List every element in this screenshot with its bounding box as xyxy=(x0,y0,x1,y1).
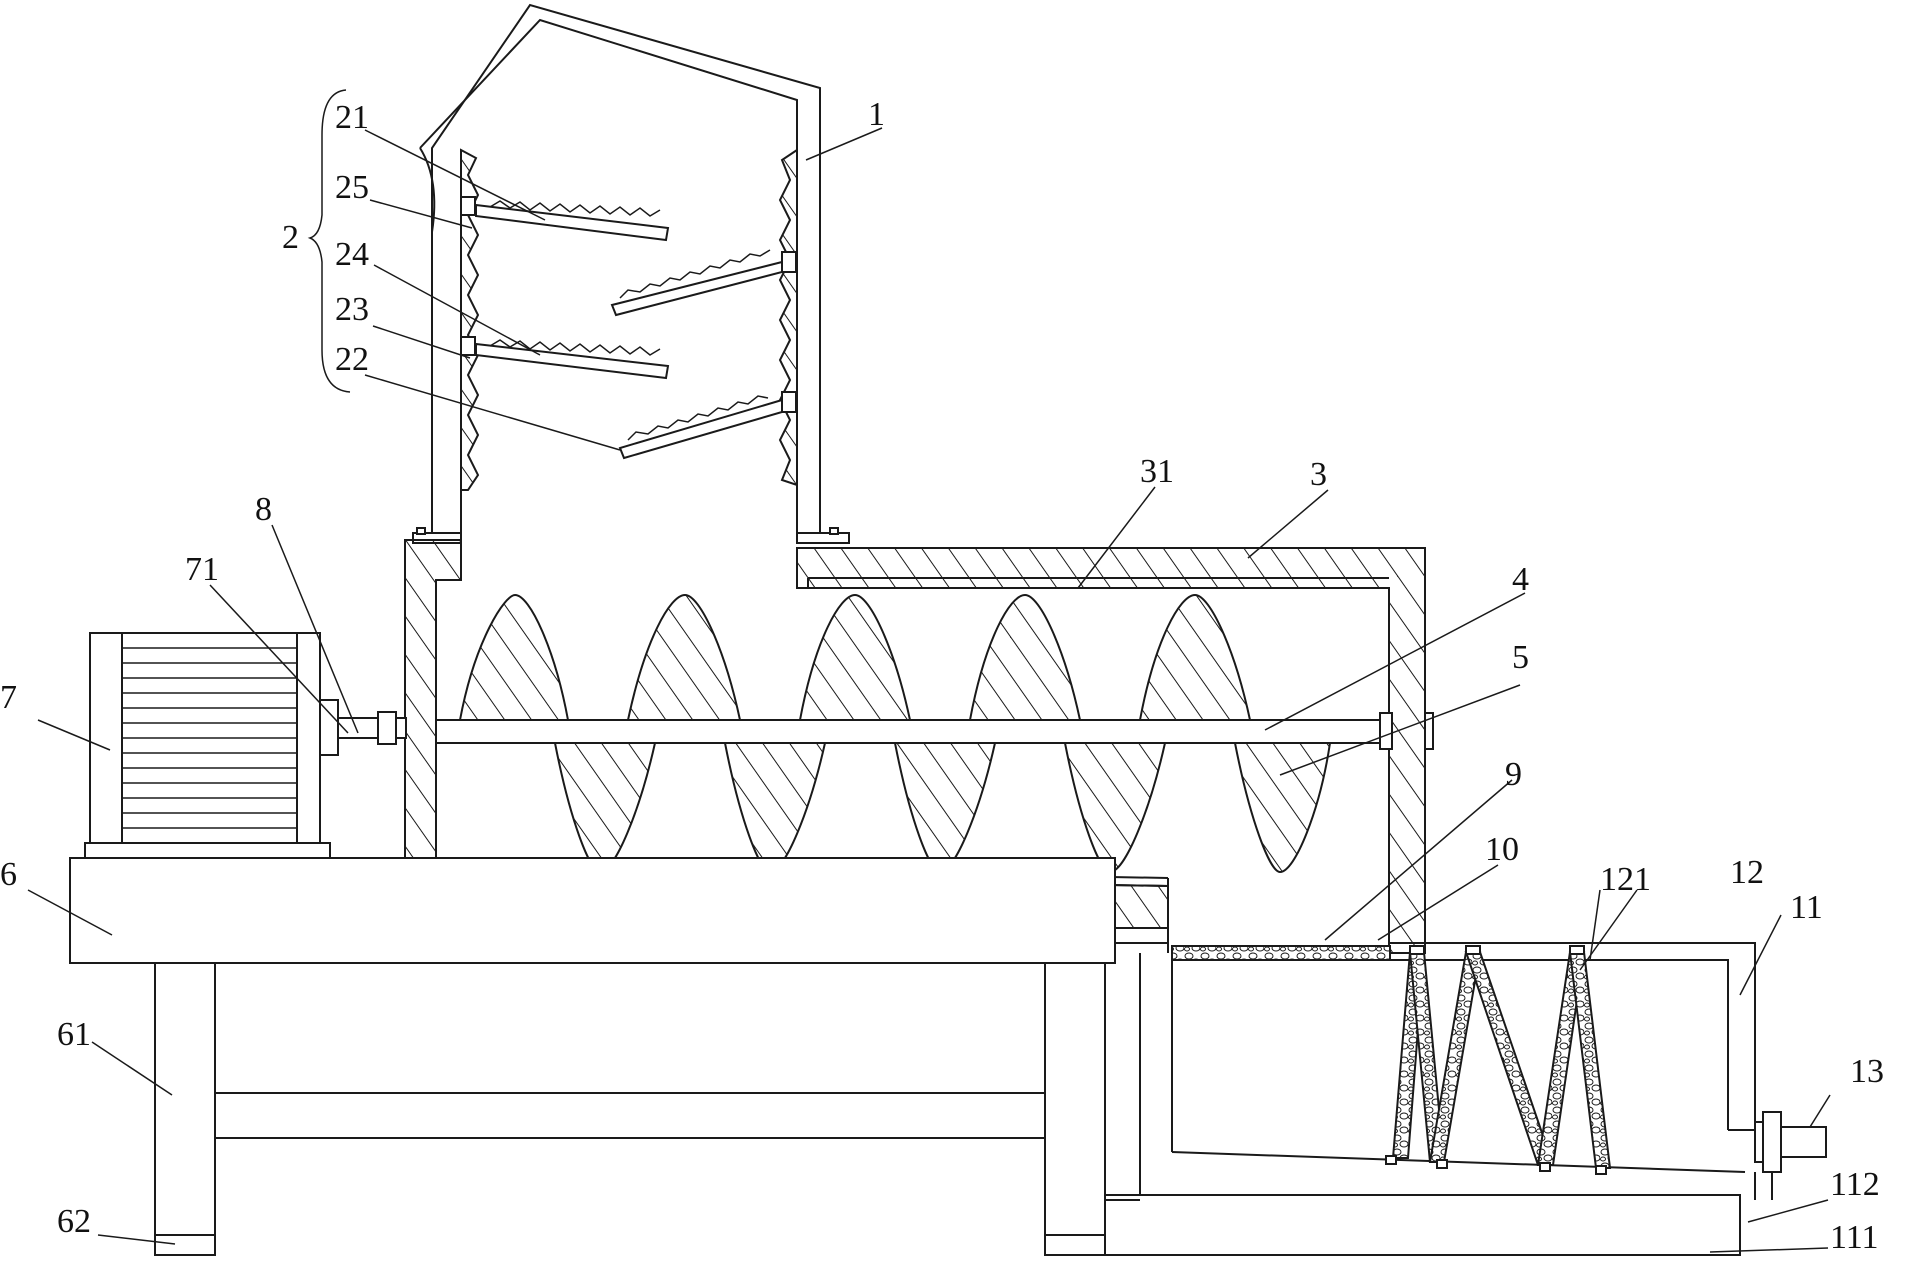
label-121: 121 xyxy=(1600,861,1651,898)
label-10: 10 xyxy=(1485,831,1519,868)
label-9: 9 xyxy=(1505,756,1522,793)
label-11: 11 xyxy=(1790,889,1823,926)
reference-labels: 1 2 21 25 24 23 22 31 3 4 5 8 71 7 6 61 … xyxy=(0,96,1884,1256)
screw-conveyor xyxy=(435,593,1434,874)
label-5: 5 xyxy=(1512,639,1529,676)
crushing-plates xyxy=(460,196,797,460)
label-23: 23 xyxy=(335,291,369,328)
leader-lines xyxy=(27,89,1831,1253)
label-21: 21 xyxy=(335,99,369,136)
label-62: 62 xyxy=(57,1203,91,1240)
label-8: 8 xyxy=(255,491,272,528)
label-6: 6 xyxy=(0,856,17,893)
label-12: 12 xyxy=(1730,854,1764,891)
label-61: 61 xyxy=(57,1016,91,1053)
base-frame xyxy=(69,857,1116,1256)
label-24: 24 xyxy=(335,236,369,273)
label-4: 4 xyxy=(1512,561,1529,598)
feed-hopper xyxy=(412,3,850,544)
label-3: 3 xyxy=(1310,456,1327,493)
label-112: 112 xyxy=(1830,1166,1880,1203)
drive-motor xyxy=(84,632,407,859)
label-22: 22 xyxy=(335,341,369,378)
label-13: 13 xyxy=(1850,1053,1884,1090)
label-7: 7 xyxy=(0,679,17,716)
label-71: 71 xyxy=(185,551,219,588)
label-31: 31 xyxy=(1140,453,1174,490)
label-2: 2 xyxy=(282,219,299,256)
label-1: 1 xyxy=(868,96,885,133)
label-25: 25 xyxy=(335,169,369,206)
label-111: 111 xyxy=(1830,1219,1878,1256)
filter-section xyxy=(1104,942,1827,1256)
